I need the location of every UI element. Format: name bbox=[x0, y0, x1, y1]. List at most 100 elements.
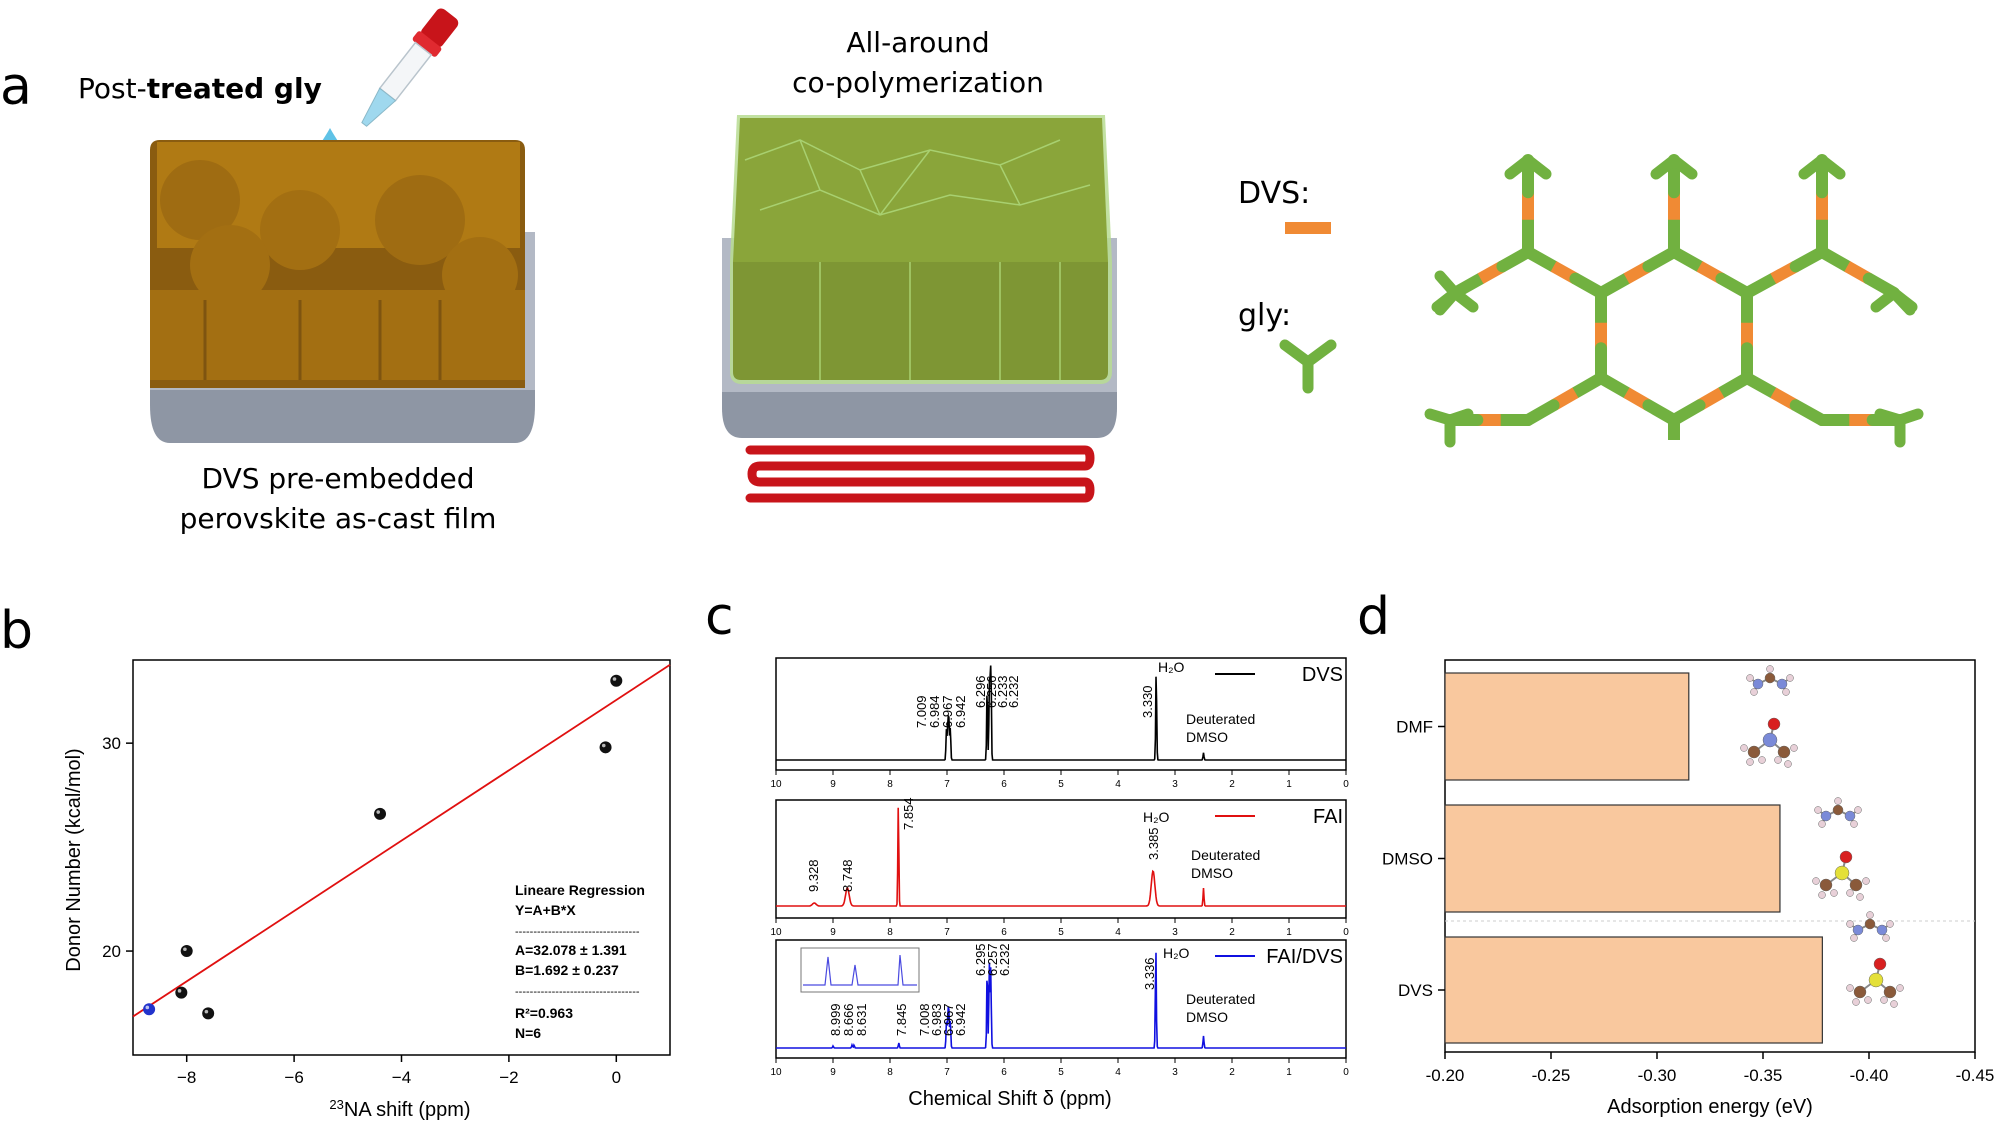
peak-label: 6.967 bbox=[940, 695, 955, 728]
atom bbox=[1767, 717, 1781, 731]
solvent-label-line2: DMSO bbox=[1186, 1009, 1228, 1025]
peak-label: 9.328 bbox=[806, 859, 821, 892]
atom bbox=[1818, 891, 1826, 899]
atom bbox=[1852, 998, 1860, 1006]
atom bbox=[1882, 934, 1890, 942]
peak-label: 6.967 bbox=[941, 1003, 956, 1036]
annotation-line: Lineare Regression bbox=[515, 882, 645, 898]
scatter-point-highlight bbox=[183, 947, 187, 952]
atom bbox=[1834, 865, 1850, 881]
x-tick-label: 9 bbox=[830, 779, 836, 790]
atom bbox=[1762, 732, 1778, 748]
x-tick-label: 10 bbox=[770, 927, 782, 938]
gly-fork bbox=[1798, 154, 1846, 180]
film-caption-line2: perovskite as-cast film bbox=[180, 502, 497, 535]
atom bbox=[1750, 688, 1758, 696]
legend-gly-label: gly: bbox=[1238, 298, 1291, 333]
atom bbox=[1832, 804, 1844, 816]
atom bbox=[1880, 996, 1888, 1004]
atom bbox=[1812, 877, 1820, 885]
x-tick-label: 8 bbox=[887, 779, 893, 790]
atom bbox=[1834, 797, 1842, 805]
legend-label: DVS bbox=[1302, 664, 1343, 686]
gly-arm bbox=[1668, 399, 1706, 426]
atom bbox=[1850, 934, 1858, 942]
gly-arm bbox=[1741, 372, 1780, 399]
inset-zoom-plot bbox=[800, 947, 920, 993]
atom bbox=[1896, 984, 1904, 992]
peak-label: 6.232 bbox=[1006, 675, 1021, 708]
x-tick-label: 4 bbox=[1115, 927, 1121, 938]
atom bbox=[1864, 996, 1872, 1004]
x-tick-label: 3 bbox=[1172, 927, 1178, 938]
legend-label: FAI bbox=[1313, 806, 1343, 828]
y-axis-label: Donor Number (kcal/mol) bbox=[63, 748, 85, 971]
x-tick-label: 1 bbox=[1286, 779, 1292, 790]
h2o-label: H₂O bbox=[1163, 945, 1190, 961]
x-tick-label: 5 bbox=[1058, 779, 1064, 790]
atom bbox=[1786, 674, 1794, 682]
x-tick-label: 2 bbox=[1229, 1067, 1235, 1078]
atom bbox=[1776, 678, 1788, 690]
x-tick-label: 3 bbox=[1172, 779, 1178, 790]
scatter-point-highlight bbox=[145, 1005, 150, 1010]
peak-label: 7.009 bbox=[914, 695, 929, 728]
x-tick-label: −4 bbox=[392, 1068, 411, 1087]
x-tick-label: -0.30 bbox=[1638, 1066, 1677, 1085]
peak-label: 6.233 bbox=[995, 675, 1010, 708]
spectrum-trace bbox=[776, 952, 1346, 1049]
x-tick-label: 7 bbox=[944, 927, 950, 938]
x-tick-label: 8 bbox=[887, 1067, 893, 1078]
atom bbox=[1814, 806, 1822, 814]
x-tick-label: 10 bbox=[770, 779, 782, 790]
x-tick-label: 0 bbox=[612, 1068, 621, 1087]
atom bbox=[1886, 920, 1894, 928]
atom bbox=[1764, 672, 1776, 684]
x-tick-label: -0.35 bbox=[1744, 1066, 1783, 1085]
atom bbox=[1876, 924, 1888, 936]
atom bbox=[1746, 758, 1754, 766]
annotation-line: R²=0.963 bbox=[515, 1005, 573, 1021]
atom bbox=[1850, 820, 1858, 828]
x-tick-label: 0 bbox=[1343, 927, 1349, 938]
atom bbox=[1740, 744, 1748, 752]
x-tick-label: -0.45 bbox=[1956, 1066, 1995, 1085]
scatter-point bbox=[143, 1003, 156, 1016]
scatter-point-highlight bbox=[177, 989, 182, 993]
heating-coil-icon bbox=[745, 445, 1095, 503]
atom bbox=[1883, 985, 1897, 999]
y-tick-label: 20 bbox=[102, 942, 121, 961]
gly-fork bbox=[1424, 408, 1474, 448]
category-label: DMSO bbox=[1382, 850, 1433, 869]
x-tick-label: 2 bbox=[1229, 927, 1235, 938]
atom bbox=[1852, 924, 1864, 936]
peak-label: 3.385 bbox=[1146, 827, 1161, 860]
annotation-line: ---------------------------------- bbox=[515, 926, 640, 938]
film-caption-line1: DVS pre-embedded bbox=[202, 462, 475, 495]
atom bbox=[1853, 985, 1867, 999]
atom bbox=[1777, 745, 1791, 759]
solvent-label-line2: DMSO bbox=[1191, 865, 1233, 881]
peak-label: 7.854 bbox=[901, 797, 916, 830]
panel-label-b: b bbox=[0, 601, 33, 661]
peak-label: 8.748 bbox=[840, 859, 855, 892]
solvent-label-line2: DMSO bbox=[1186, 729, 1228, 745]
atom bbox=[1790, 744, 1798, 752]
x-tick-label: 8 bbox=[887, 927, 893, 938]
x-tick-label: 4 bbox=[1115, 1067, 1121, 1078]
atom bbox=[1873, 957, 1887, 971]
legend-dvs-label: DVS: bbox=[1238, 176, 1310, 211]
dvs-gly-network bbox=[1424, 154, 1924, 448]
x-tick-label: -0.25 bbox=[1532, 1066, 1571, 1085]
atom bbox=[1846, 889, 1854, 897]
scatter-point-highlight bbox=[612, 677, 617, 681]
gly-fork bbox=[1650, 154, 1698, 180]
atom bbox=[1774, 756, 1782, 764]
scatter-points bbox=[143, 674, 623, 1020]
